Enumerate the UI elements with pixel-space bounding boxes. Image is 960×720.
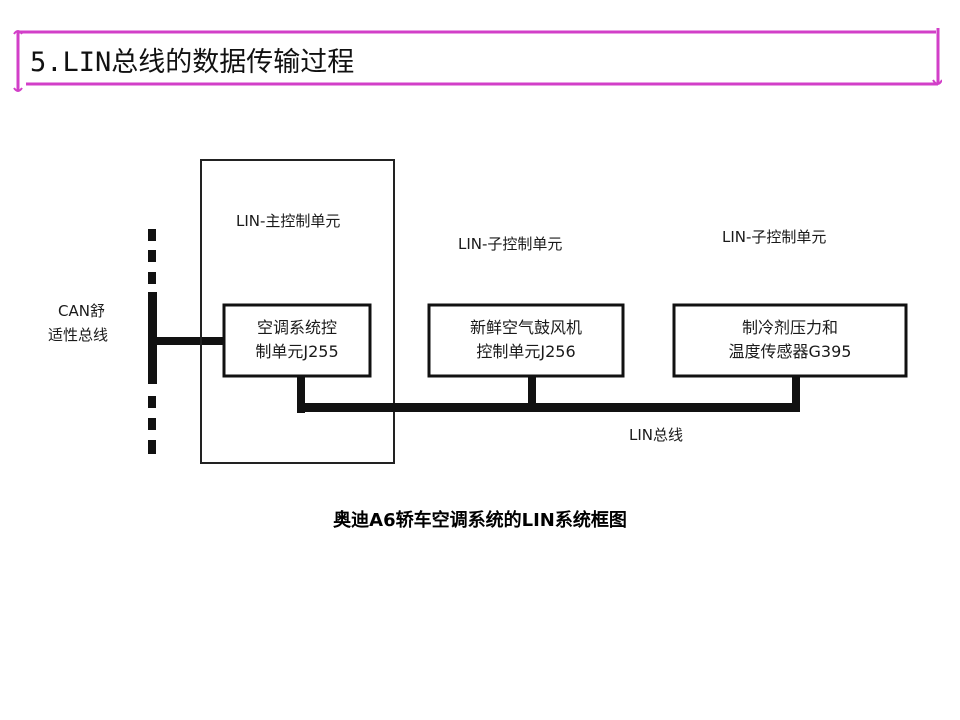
can-bus-label-line2: 适性总线 — [48, 326, 109, 344]
slave-unit-label-1: LIN-子控制单元 — [458, 235, 563, 253]
master-unit-outline — [200, 159, 395, 464]
lin-bus-label: LIN总线 — [629, 426, 684, 444]
master-unit-label: LIN-主控制单元 — [236, 212, 341, 230]
box-j255-text: 空调系统控 制单元J255 — [224, 316, 370, 364]
box-g395 — [672, 303, 908, 378]
box-j256-line2: 控制单元J256 — [476, 342, 576, 361]
box-g395-line1: 制冷剂压力和 — [741, 318, 838, 337]
title-frame — [12, 28, 942, 92]
box-j256-text: 新鲜空气鼓风机 控制单元J256 — [429, 316, 623, 364]
slave-unit-label-2: LIN-子控制单元 — [722, 228, 827, 246]
box-g395-text: 制冷剂压力和 温度传感器G395 — [674, 316, 906, 364]
box-j255-line2: 制单元J255 — [255, 342, 339, 361]
title-frame-border — [13, 28, 942, 92]
box-j256 — [427, 303, 625, 378]
slide-title: 5.LIN总线的数据传输过程 — [30, 47, 355, 78]
box-j255-line1: 空调系统控 — [256, 318, 337, 337]
can-to-master-link — [156, 337, 224, 345]
box-j256-line1: 新鲜空气鼓风机 — [469, 318, 582, 337]
diagram-caption: 奥迪A6轿车空调系统的LIN系统框图 — [333, 510, 627, 531]
box-g395-line2: 温度传感器G395 — [728, 342, 852, 361]
lin-bus-line — [297, 376, 800, 413]
can-bus-label-line1: CAN舒 — [58, 302, 105, 320]
can-bus-line — [148, 229, 157, 454]
